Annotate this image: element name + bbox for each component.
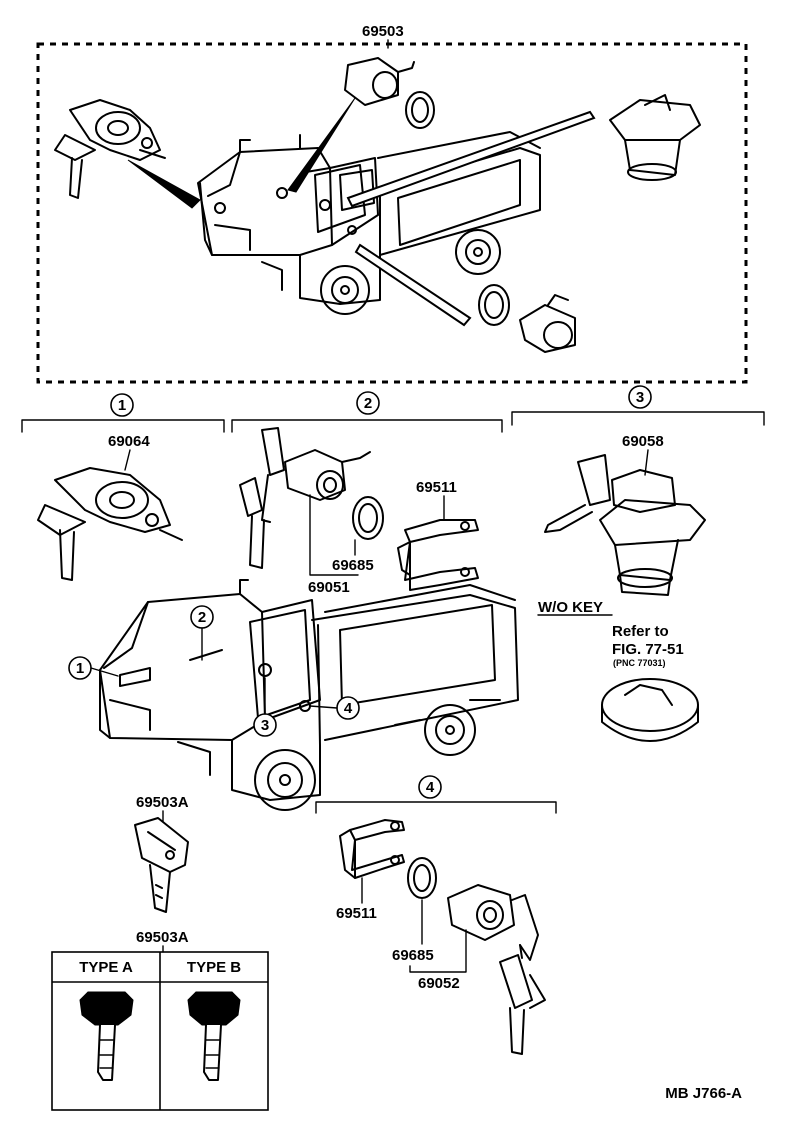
group-1-number: 1 bbox=[118, 397, 126, 414]
assembly-69503: 69503 bbox=[36, 23, 748, 384]
clip-69511-icon bbox=[397, 519, 479, 591]
group-4-circle bbox=[418, 775, 442, 799]
leader-band-door-right bbox=[354, 243, 472, 327]
ring-69685-group4-icon bbox=[407, 857, 437, 899]
leader-arrow-door-left bbox=[287, 97, 356, 193]
group-3-number: 3 bbox=[636, 389, 644, 406]
truck-callouts: 1 2 3 4 bbox=[68, 605, 360, 737]
wo-key-pnc: (PNC 77031) bbox=[613, 658, 666, 668]
group-2-circle bbox=[356, 391, 380, 415]
ignition-lock-69064-icon bbox=[37, 467, 183, 581]
door-lock-top-icon bbox=[344, 57, 435, 129]
leader-arrow-ignition bbox=[127, 159, 201, 209]
fuel-lock-top-icon bbox=[609, 94, 701, 181]
type-a-label: TYPE A bbox=[79, 959, 133, 976]
group-2-number: 2 bbox=[364, 395, 372, 412]
callout-1-leader bbox=[90, 667, 119, 677]
group-4-bracket bbox=[315, 801, 557, 814]
part-69052-label: 69052 bbox=[418, 975, 460, 992]
key-table-part-number: 69503A bbox=[136, 929, 189, 946]
group-3-bracket bbox=[511, 411, 765, 426]
part-69064-leader bbox=[124, 449, 131, 471]
key-type-table: 69503A TYPE A TYPE B bbox=[51, 929, 269, 1111]
truck-top-illustration bbox=[197, 131, 541, 315]
key-type-a-icon bbox=[79, 991, 134, 1081]
fuel-cap-no-key-icon bbox=[601, 678, 699, 742]
callout-1: 1 bbox=[76, 660, 84, 677]
group-3-circle bbox=[628, 385, 652, 409]
key-69503A: 69503A bbox=[134, 794, 189, 913]
door-lock-69051-icon bbox=[239, 427, 371, 569]
group-2-bracket bbox=[231, 419, 503, 433]
group-4: 4 69511 69685 69052 bbox=[315, 775, 557, 1055]
callout-2: 2 bbox=[198, 609, 206, 626]
part-69051-label: 69051 bbox=[308, 579, 350, 596]
wo-key-figure: FIG. 77-51 bbox=[612, 641, 684, 658]
group-1: 1 69064 bbox=[21, 393, 225, 581]
door-lock-bottom-icon bbox=[478, 284, 576, 353]
assembly-part-number: 69503 bbox=[362, 23, 404, 40]
assembly-dashed-frame bbox=[36, 42, 748, 384]
part-69685-group4-label: 69685 bbox=[392, 947, 434, 964]
callout-4: 4 bbox=[344, 700, 353, 717]
part-69052-leader bbox=[409, 929, 467, 973]
wo-key-refer: Refer to bbox=[612, 623, 669, 640]
group-2: 2 69685 69051 69511 bbox=[231, 391, 503, 596]
leader-band-fuel bbox=[346, 110, 596, 208]
part-69064-label: 69064 bbox=[108, 433, 150, 450]
truck-middle-illustration bbox=[99, 579, 519, 811]
part-69051-leader bbox=[309, 494, 359, 576]
part-69511-group4-label: 69511 bbox=[336, 905, 377, 922]
group-1-bracket bbox=[21, 419, 225, 433]
group-1-circle bbox=[110, 393, 134, 417]
part-69511-label: 69511 bbox=[416, 479, 457, 496]
group-4-number: 4 bbox=[426, 779, 435, 796]
callout-4-leader bbox=[309, 705, 338, 709]
fuel-lock-69058-icon bbox=[544, 454, 706, 596]
type-b-label: TYPE B bbox=[187, 959, 241, 976]
key-icon bbox=[134, 817, 189, 913]
door-lock-69052-icon bbox=[447, 884, 546, 1055]
callout-3: 3 bbox=[261, 717, 269, 734]
part-69058-label: 69058 bbox=[622, 433, 664, 450]
key-type-b-icon bbox=[187, 991, 241, 1081]
figure-code: MB J766-A bbox=[665, 1085, 742, 1102]
key-part-number: 69503A bbox=[136, 794, 189, 811]
wo-key-label: W/O KEY bbox=[538, 599, 603, 616]
ring-69685-icon bbox=[352, 496, 384, 540]
clip-69511-group4-icon bbox=[339, 819, 405, 879]
ignition-lock-top-icon bbox=[54, 99, 166, 199]
group-3: 3 69058 W/O KEY Refer to FIG. 77-51 (PNC… bbox=[511, 385, 765, 742]
part-69685-label: 69685 bbox=[332, 557, 374, 574]
